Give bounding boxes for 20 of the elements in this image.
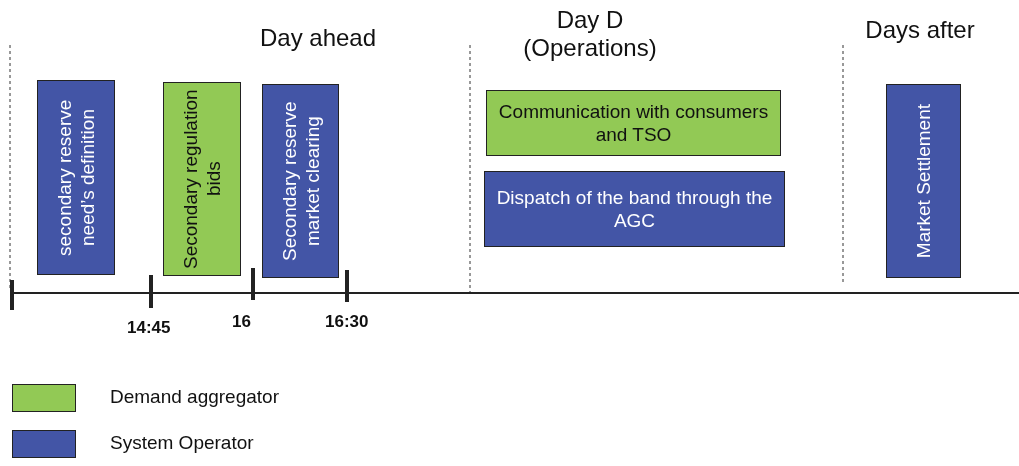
activity-box [486, 90, 781, 156]
activity-box [262, 84, 339, 278]
time-label: 14:45 [127, 318, 171, 338]
activity-box [484, 171, 785, 247]
legend-label: System Operator [110, 432, 254, 454]
phase-heading: Day ahead [258, 24, 378, 52]
activity-label: Dispatch of the band through the AGC [495, 186, 774, 232]
legend-label: Demand aggregator [110, 386, 279, 408]
activity-box [37, 80, 115, 275]
time-label: 16 [232, 312, 251, 332]
activity-box [163, 82, 241, 276]
activity-label: Market Settlement [912, 103, 935, 259]
phase-heading: Days after [864, 16, 976, 44]
activity-box [886, 84, 961, 278]
activity-label: Secondary regulation bids [179, 88, 225, 271]
time-label: 16:30 [325, 312, 369, 332]
activity-label: Secondary reserve market clearing [277, 100, 324, 263]
activity-label: Communication with consumers and TSO [497, 100, 770, 146]
phase-heading: Day D (Operations) [522, 6, 658, 62]
activity-label: secondary reserve need’s definition [53, 98, 99, 258]
